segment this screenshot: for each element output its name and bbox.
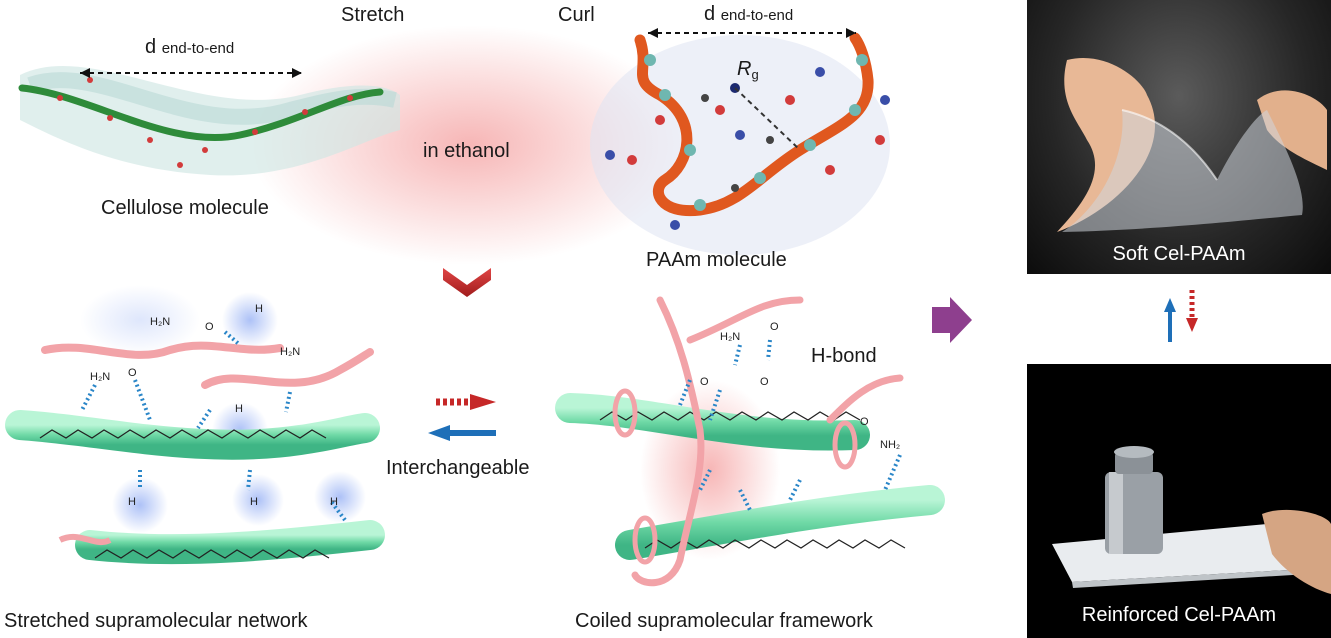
- rg-symbol: R: [737, 58, 752, 80]
- coiled-framework-label: Coiled supramolecular framework: [575, 610, 873, 632]
- svg-text:NH₂: NH₂: [880, 439, 900, 451]
- d-symbol-left: d: [145, 36, 157, 58]
- svg-text:H₂N: H₂N: [720, 331, 740, 343]
- rg-label: Rg: [737, 58, 759, 82]
- svg-text:O: O: [205, 321, 214, 333]
- stretched-network-scheme: H₂N O H H₂N H₂N O H H H H: [5, 285, 385, 565]
- svg-text:O: O: [770, 321, 779, 333]
- photo-switch-arrows: [1164, 290, 1198, 342]
- cellulose-label: Cellulose molecule: [101, 197, 269, 219]
- d-end-to-end-left: d end-to-end: [145, 36, 234, 59]
- coiled-framework-scheme: H₂N O O O NH₂ O: [555, 296, 945, 587]
- svg-text:O: O: [860, 416, 869, 428]
- svg-text:H: H: [330, 496, 338, 508]
- down-chevron-icon: [443, 268, 491, 297]
- svg-text:H: H: [235, 403, 243, 415]
- ethanol-glow: [250, 25, 690, 265]
- svg-text:H₂N: H₂N: [280, 346, 300, 358]
- svg-text:O: O: [128, 367, 137, 379]
- stretched-network-label: Stretched supramolecular network: [4, 610, 308, 632]
- solvent-label: in ethanol: [423, 140, 510, 162]
- stretch-label: Stretch: [341, 4, 405, 26]
- svg-text:H: H: [250, 496, 258, 508]
- paam-label: PAAm molecule: [646, 249, 787, 271]
- interchange-arrows: [428, 394, 496, 441]
- reinforced-caption: Reinforced Cel-PAAm: [1081, 604, 1277, 626]
- d-subscript-left: end-to-end: [161, 40, 235, 57]
- hbond-label: H-bond: [811, 345, 877, 367]
- svg-text:H₂N: H₂N: [90, 371, 110, 383]
- svg-text:O: O: [700, 376, 709, 388]
- svg-text:H: H: [128, 496, 136, 508]
- interchange-label: Interchangeable: [386, 457, 530, 479]
- d-end-to-end-right: d end-to-end: [704, 3, 793, 26]
- right-arrow-purple-icon: [932, 297, 972, 343]
- reinforced-film-image: [1052, 446, 1331, 594]
- d-symbol-right: d: [704, 3, 716, 25]
- svg-text:H₂N: H₂N: [150, 316, 170, 328]
- curl-label: Curl: [558, 4, 595, 26]
- svg-text:H: H: [255, 303, 263, 315]
- rg-subscript: g: [751, 67, 759, 82]
- reinforced-photo-panel: Reinforced Cel-PAAm: [1027, 364, 1331, 638]
- soft-film-image: [1057, 58, 1327, 233]
- cellulose-molecule-model: [18, 65, 400, 176]
- d-subscript-right: end-to-end: [720, 7, 794, 24]
- soft-caption: Soft Cel-PAAm: [1112, 243, 1246, 265]
- paam-molecule-model: [590, 28, 890, 255]
- svg-text:O: O: [760, 376, 769, 388]
- soft-photo-panel: Soft Cel-PAAm: [1027, 0, 1331, 274]
